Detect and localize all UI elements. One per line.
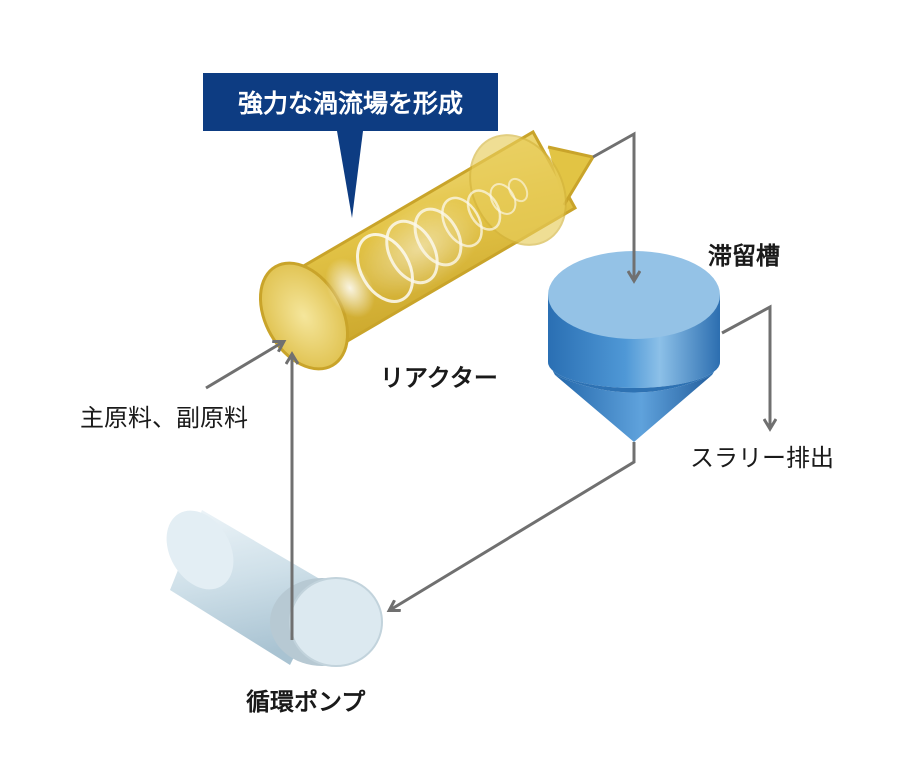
arrow-tank-to-pump	[390, 442, 636, 610]
tank-label: 滞留槽	[708, 242, 780, 270]
arrow-inputs-to-reactor	[205, 342, 283, 390]
slurry-output-label: スラリー排出	[690, 444, 834, 472]
circulation-pump	[166, 510, 383, 667]
callout-text: 強力な渦流場を形成	[237, 89, 463, 118]
callout-box	[203, 73, 498, 218]
vortex-swirl	[325, 177, 529, 318]
flow-lines	[205, 131, 770, 640]
arrow-tank-to-slurry	[721, 304, 770, 428]
arrow-reactor-to-tank	[592, 131, 634, 280]
pump-label: 循環ポンプ	[246, 688, 366, 716]
retention-tank	[548, 251, 720, 442]
reactor-vessel	[258, 129, 596, 371]
inputs-label: 主原料、副原料	[80, 404, 248, 432]
reactor-label: リアクター	[380, 364, 498, 392]
